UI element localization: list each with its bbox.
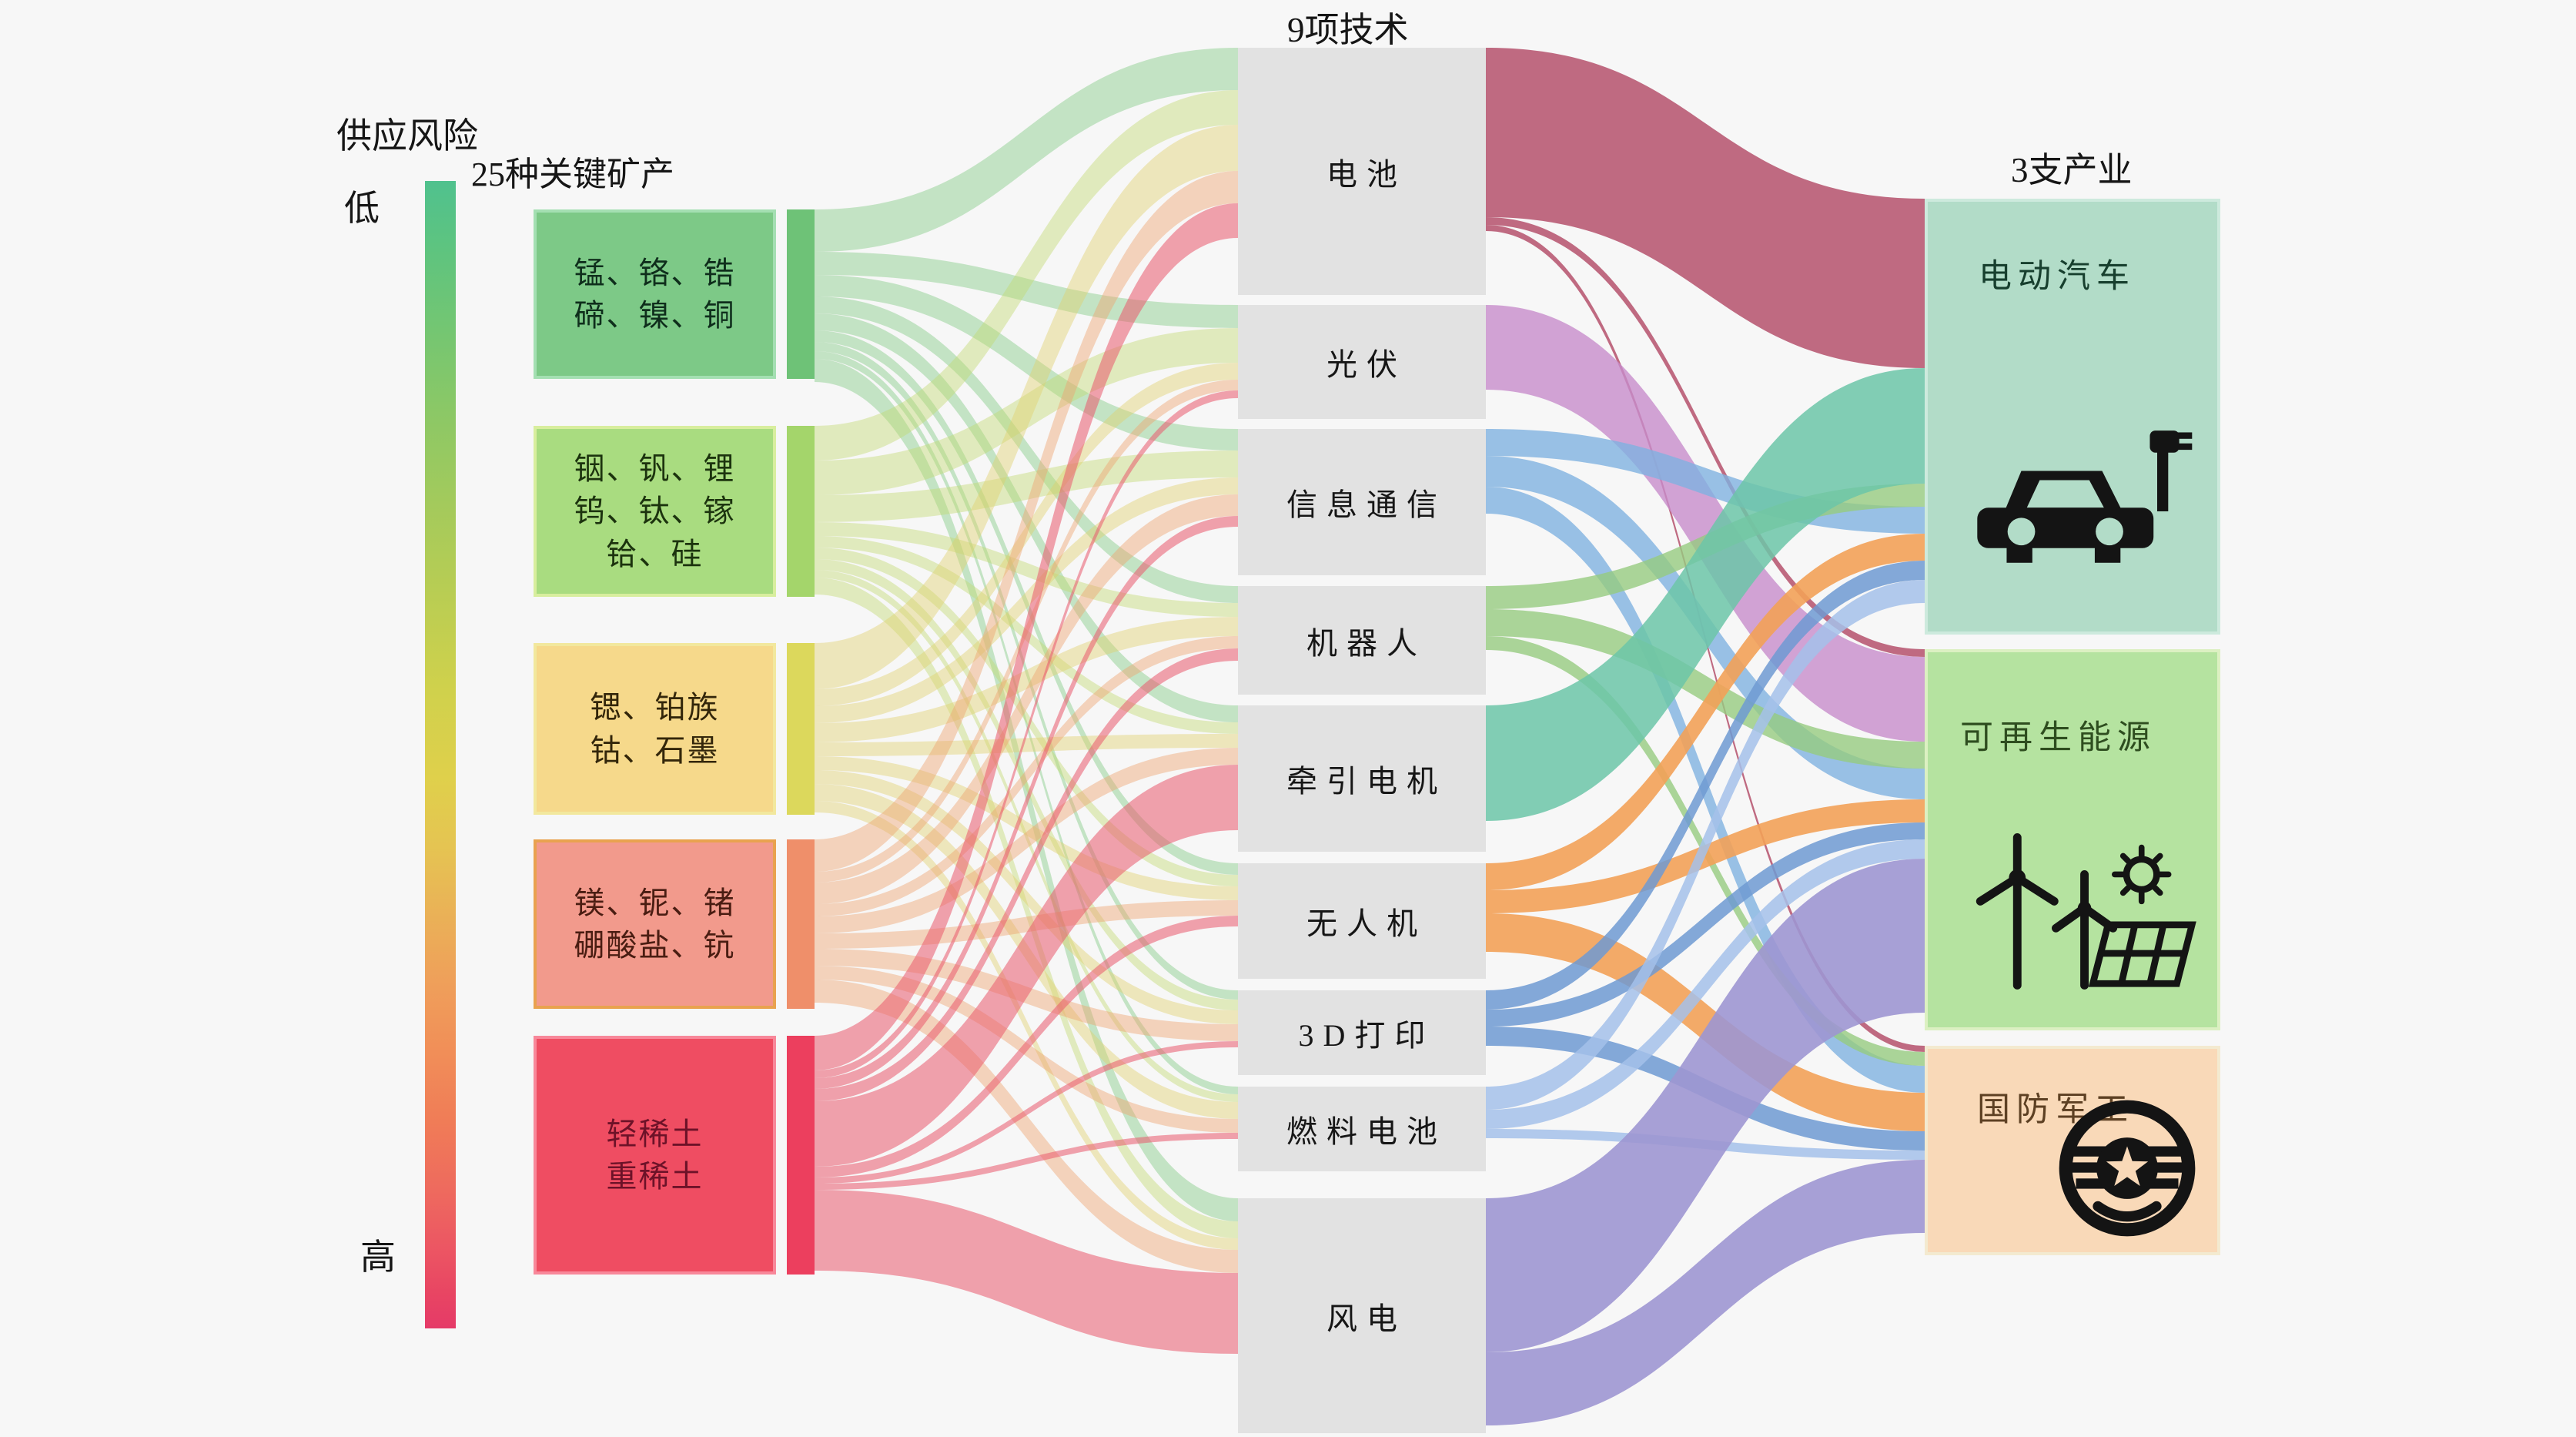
sankey-left-link <box>815 548 1238 886</box>
sankey-right-link <box>1486 561 1925 1010</box>
sankey-left-link <box>815 1041 1238 1184</box>
industry-label: 可再生能源 <box>1960 720 2156 756</box>
sankey-left-link <box>815 171 1238 872</box>
technologies-column-title: 9项技术 <box>1287 11 1409 49</box>
sankey-right-link <box>1486 822 1925 1027</box>
mineral-group-box-0: 锰、铬、锆 碲、镍、铜 <box>534 209 776 379</box>
sankey-left-link <box>815 570 1238 1102</box>
risk-low-label: 低 <box>344 189 380 228</box>
industry-label: 电动汽车 <box>1979 259 2136 295</box>
sankey-right-link <box>1486 859 1925 1352</box>
sankey-left-link <box>815 980 1238 1273</box>
sankey-left-link <box>815 748 1238 933</box>
mineral-node-bar-4 <box>787 1036 815 1275</box>
sankey-left-link <box>815 900 1238 949</box>
electric-car-icon <box>1977 430 2193 563</box>
sankey-left-link <box>815 342 1238 1000</box>
tech-box-6: 3D打印 <box>1238 990 1486 1075</box>
sankey-left-link <box>815 313 1238 722</box>
mineral-group-box-1: 铟、钒、锂 钨、钛、镓 铪、硅 <box>534 426 776 597</box>
minerals-column-title: 25种关键矿产 <box>471 156 674 193</box>
sankey-left-link <box>815 296 1238 603</box>
mineral-group-box-3: 镁、铌、锗 硼酸盐、钪 <box>534 839 776 1009</box>
mineral-node-bar-2 <box>787 643 815 815</box>
sankey-right-link <box>1486 534 1925 890</box>
sankey-left-link <box>815 48 1238 252</box>
sankey-right-link <box>1486 305 1925 742</box>
sankey-left-link <box>815 275 1238 451</box>
sankey-left-link <box>815 756 1238 900</box>
sankey-right-link <box>1486 913 1925 1131</box>
sankey-right-link <box>1486 368 1925 821</box>
sankey-left-link <box>815 477 1238 723</box>
sankey-left-link <box>815 559 1238 1010</box>
sankey-left-link <box>815 1133 1238 1190</box>
tech-box-1: 光伏 <box>1238 305 1486 419</box>
industry-box-electric-vehicle: 电动汽车 <box>1925 199 2220 635</box>
mineral-group-box-4: 轻稀土 重稀土 <box>534 1036 776 1275</box>
sankey-left-link <box>815 90 1238 461</box>
risk-colorbar <box>425 181 456 1328</box>
industry-box-renewable-energy: 可再生能源 <box>1925 649 2220 1030</box>
industries-column-title: 3支产业 <box>2011 151 2133 189</box>
tech-box-0: 电池 <box>1238 48 1486 295</box>
industry-box-defense-industry: 国防军工 <box>1925 1046 2220 1255</box>
sankey-left-link <box>815 328 1238 495</box>
military-badge-icon <box>2059 1100 2196 1237</box>
mineral-group-box-2: 锶、铂族 钴、石墨 <box>534 643 776 815</box>
sankey-left-link <box>815 648 1238 1101</box>
sankey-left-link <box>815 578 1238 1238</box>
sankey-left-link <box>815 801 1238 1250</box>
sankey-left-link <box>815 359 1238 1221</box>
tech-box-3: 机器人 <box>1238 586 1486 695</box>
sankey-right-link <box>1486 580 1925 1110</box>
sankey-left-link <box>815 522 1238 617</box>
sankey-left-link <box>815 1190 1238 1354</box>
sankey-right-link <box>1486 48 1925 368</box>
sankey-left-link <box>815 390 1238 1078</box>
supply-risk-title: 供应风险 <box>336 116 478 156</box>
tech-box-2: 信息通信 <box>1238 429 1486 575</box>
sankey-right-link <box>1486 1160 1925 1425</box>
sankey-left-link <box>815 494 1238 904</box>
wind-solar-icon <box>1975 833 2196 990</box>
tech-box-7: 燃料电池 <box>1238 1087 1486 1171</box>
sankey-left-link <box>815 351 1238 1094</box>
sankey-left-link <box>815 125 1238 689</box>
risk-high-label: 高 <box>360 1238 396 1277</box>
sankey-left-link <box>815 363 1238 706</box>
tech-box-8: 风电 <box>1238 1198 1486 1433</box>
sankey-left-link <box>815 330 1238 875</box>
sankey-left-link <box>815 770 1238 1024</box>
sankey-left-link <box>815 765 1238 1167</box>
sankey-left-link <box>815 916 1238 1177</box>
tech-box-5: 无人机 <box>1238 863 1486 979</box>
sankey-right-link <box>1486 217 1925 657</box>
mineral-node-bar-0 <box>787 209 815 379</box>
tech-box-4: 牵引电机 <box>1238 705 1486 852</box>
sankey-left-link <box>815 516 1238 1089</box>
mineral-node-bar-3 <box>787 839 815 1009</box>
sankey-left-link <box>815 636 1238 916</box>
sankey-right-link <box>1486 839 1925 1129</box>
sankey-left-link <box>815 734 1238 756</box>
sankey-left-link <box>815 617 1238 742</box>
sankey-right-link <box>1486 609 1925 769</box>
mineral-node-bar-1 <box>787 426 815 597</box>
sankey-left-link <box>815 203 1238 1070</box>
